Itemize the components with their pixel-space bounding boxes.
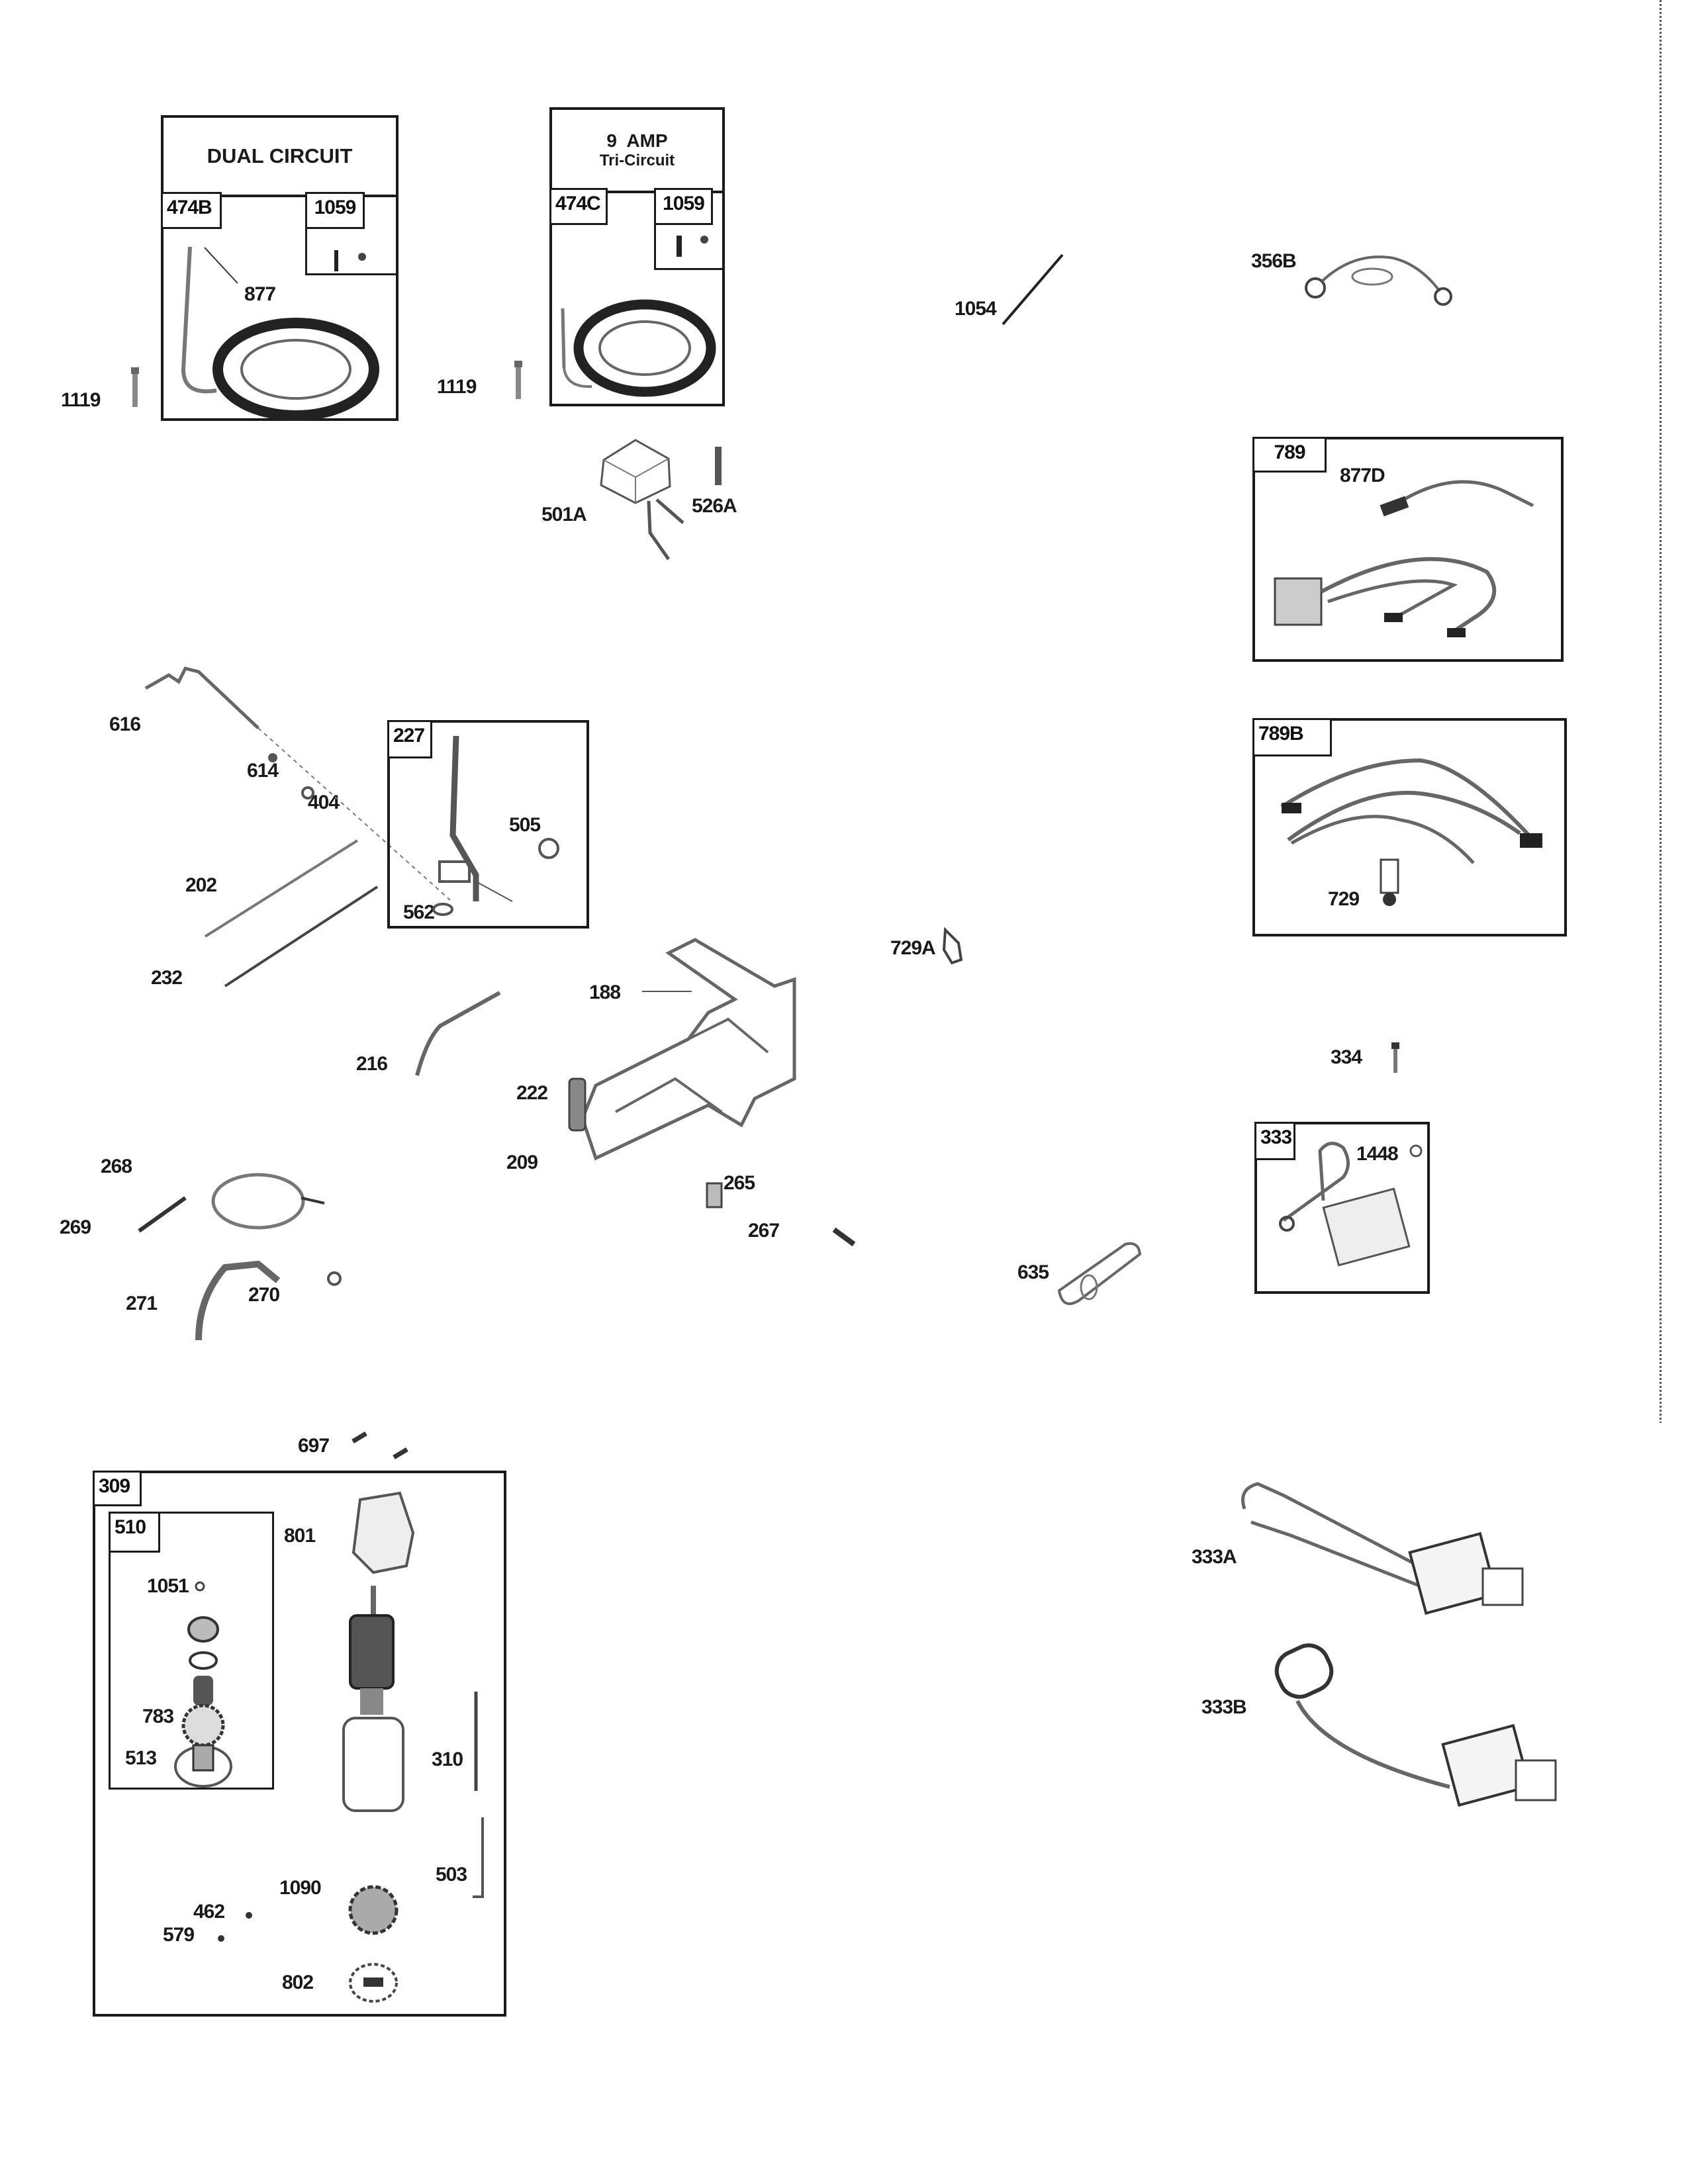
part-label-635[interactable]: 635	[1017, 1261, 1049, 1283]
part-label-579[interactable]: 579	[163, 1924, 195, 1946]
throttle-lever-icon	[390, 723, 592, 931]
part-tag-474c[interactable]: 474C	[549, 188, 608, 225]
part-tag-1059-tri[interactable]: 1059	[654, 188, 713, 225]
screw-kit-cell-tri	[654, 222, 725, 270]
screw-icon	[1391, 1042, 1399, 1073]
part-label-271[interactable]: 271	[126, 1293, 158, 1314]
part-label-501a[interactable]: 501A	[541, 504, 587, 525]
stator-coil-icon	[552, 236, 727, 409]
part-label-222[interactable]: 222	[516, 1082, 548, 1104]
part-label-1119-right[interactable]: 1119	[437, 376, 477, 398]
part-label-1051[interactable]: 1051	[147, 1575, 189, 1597]
screws-icon	[348, 1430, 414, 1463]
part-label-356b[interactable]: 356B	[1251, 250, 1297, 272]
part-label-1448[interactable]: 1448	[1356, 1143, 1399, 1165]
part-label-526a[interactable]: 526A	[692, 495, 737, 517]
starter-motor-icon	[218, 1473, 509, 2019]
tri-circuit-title-line1: 9 AMP	[606, 130, 668, 151]
part-label-462[interactable]: 462	[193, 1901, 225, 1923]
part-tag-789b[interactable]: 789B	[1252, 718, 1332, 756]
part-label-269[interactable]: 269	[60, 1216, 91, 1238]
part-label-616[interactable]: 616	[109, 713, 141, 735]
part-label-783[interactable]: 783	[142, 1706, 174, 1727]
clip-icon	[939, 927, 965, 966]
part-label-1090[interactable]: 1090	[279, 1877, 322, 1899]
part-label-562[interactable]: 562	[403, 901, 435, 923]
part-label-1054[interactable]: 1054	[955, 298, 997, 320]
part-label-614[interactable]: 614	[247, 760, 279, 782]
regulator-icon	[596, 440, 722, 572]
ignition-armature-icon	[1231, 1469, 1549, 1641]
harness-789b-box: 789B 729	[1252, 718, 1567, 936]
part-label-877[interactable]: 877	[244, 283, 276, 305]
dual-circuit-title: DUAL CIRCUIT	[207, 144, 353, 167]
part-label-270[interactable]: 270	[248, 1284, 280, 1306]
part-label-232[interactable]: 232	[151, 967, 183, 989]
wire-harness-icon	[1255, 439, 1566, 637]
part-tag-789[interactable]: 789	[1252, 437, 1327, 473]
stator-coil-icon	[164, 118, 401, 424]
part-label-333b[interactable]: 333B	[1201, 1696, 1247, 1718]
part-label-310[interactable]: 310	[432, 1749, 463, 1770]
ignition-armature-icon	[1251, 1635, 1569, 1820]
tri-circuit-title-cell: 9 AMP Tri-Circuit	[552, 110, 722, 193]
wire-harness-icon	[1255, 721, 1542, 906]
part-tag-1059-dual[interactable]: 1059	[305, 192, 365, 229]
tri-circuit-box: 9 AMP Tri-Circuit 474C 1059	[549, 107, 725, 406]
harness-789-box: 789 877D	[1252, 437, 1564, 662]
part-label-333a[interactable]: 333A	[1192, 1546, 1237, 1568]
part-label-202[interactable]: 202	[185, 874, 217, 896]
screw-icon	[131, 367, 139, 407]
starter-309-box: 309 510 1051 783 513 801 310 1090 503 46…	[93, 1471, 506, 2017]
part-label-513[interactable]: 513	[125, 1747, 157, 1769]
part-label-268[interactable]: 268	[101, 1156, 132, 1177]
part-label-334[interactable]: 334	[1331, 1046, 1362, 1068]
dual-circuit-box: DUAL CIRCUIT 474B 1059 877	[161, 115, 399, 421]
part-tag-510[interactable]: 510	[109, 1512, 160, 1553]
part-label-697[interactable]: 697	[298, 1435, 330, 1457]
lever-227-box: 227 505 562	[387, 720, 589, 929]
part-label-877d[interactable]: 877D	[1340, 465, 1385, 486]
part-tag-333[interactable]: 333	[1254, 1122, 1295, 1160]
cable-tie-icon	[1000, 251, 1066, 331]
control-bracket-icon	[556, 940, 854, 1218]
part-label-265[interactable]: 265	[724, 1172, 755, 1194]
spring-link-icon	[414, 986, 506, 1079]
starter-drive-icon	[111, 1514, 276, 1792]
ground-wire-icon	[1301, 251, 1453, 311]
armature-333-box: 333 1448	[1254, 1122, 1430, 1294]
part-label-802[interactable]: 802	[282, 1972, 314, 1993]
part-label-503[interactable]: 503	[436, 1864, 467, 1886]
part-label-505[interactable]: 505	[509, 814, 541, 836]
part-label-729a[interactable]: 729A	[890, 937, 936, 959]
part-label-188[interactable]: 188	[589, 981, 621, 1003]
part-label-216[interactable]: 216	[356, 1053, 388, 1075]
part-tag-227[interactable]: 227	[387, 720, 432, 758]
throttle-links-icon	[199, 834, 397, 999]
part-tag-309[interactable]: 309	[93, 1471, 142, 1506]
dual-circuit-title-cell: DUAL CIRCUIT	[164, 118, 396, 197]
part-label-801[interactable]: 801	[284, 1525, 316, 1547]
part-label-209[interactable]: 209	[506, 1152, 538, 1173]
part-label-1119-left[interactable]: 1119	[61, 389, 101, 411]
part-tag-474b[interactable]: 474B	[161, 192, 222, 229]
choke-cable-icon	[126, 1152, 344, 1343]
part-label-267[interactable]: 267	[748, 1220, 780, 1242]
drive-510-box: 510 1051 783 513	[109, 1512, 274, 1790]
page-edge-line	[1660, 0, 1662, 1423]
screw-kit-cell	[305, 226, 399, 275]
tri-circuit-title-line2: Tri-Circuit	[599, 152, 675, 169]
ignition-armature-icon	[1257, 1124, 1432, 1297]
spark-plug-boot-icon	[1053, 1231, 1145, 1310]
throttle-shaft-icon	[119, 662, 404, 913]
part-label-729[interactable]: 729	[1328, 888, 1360, 910]
screw-icon	[514, 361, 522, 399]
